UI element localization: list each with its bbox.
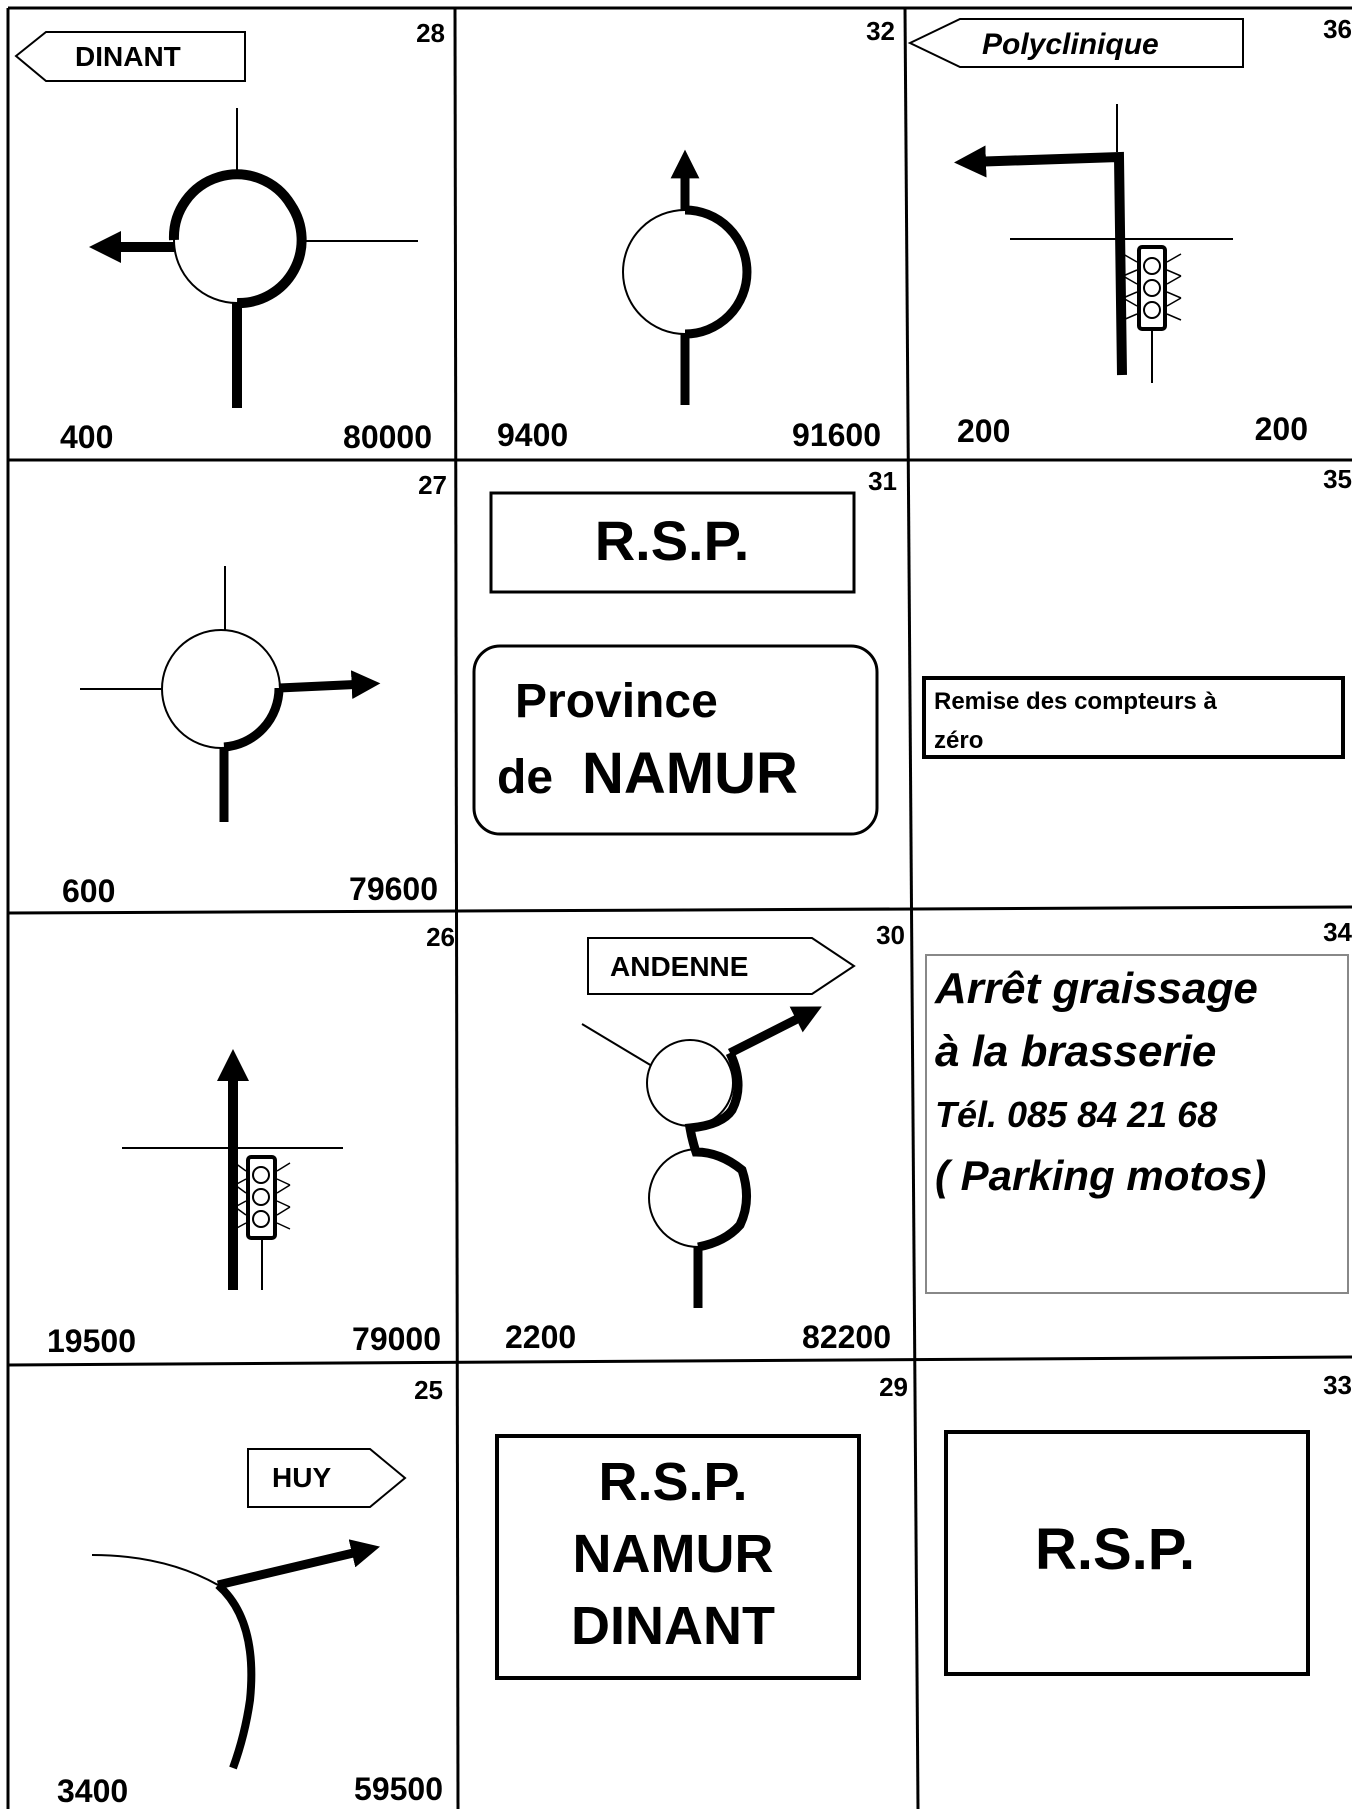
- box-line3: DINANT: [571, 1596, 775, 1656]
- total-distance: 80000: [343, 419, 432, 455]
- province-de: de: [497, 751, 553, 804]
- province-line1: Province: [515, 675, 718, 728]
- partial-distance: 19500: [47, 1323, 136, 1359]
- direction-sign: ANDENNE: [587, 937, 856, 995]
- cell-number: 35: [1323, 464, 1352, 494]
- stop-note: Arrêt graissage à la brasserie Tél. 085 …: [925, 954, 1349, 1294]
- rsp-label: R.S.P.: [1035, 1517, 1195, 1582]
- province-name: NAMUR: [582, 741, 798, 806]
- roadbook-cell-32: 32 9400 91600: [497, 16, 895, 453]
- partial-distance: 600: [62, 873, 115, 909]
- note-phone: Tél. 085 84 21 68: [935, 1094, 1217, 1135]
- roadbook-cell-30: 30 ANDENNE 2200 82200: [505, 920, 905, 1355]
- cell-number: 34: [1323, 917, 1352, 947]
- traffic-light-turn-left-icon: [954, 104, 1233, 383]
- cell-number: 32: [866, 16, 895, 46]
- cell-number: 25: [414, 1375, 443, 1405]
- roadbook-cell-25: 25 HUY 3400 59500: [57, 1375, 443, 1809]
- direction-sign: HUY: [247, 1448, 407, 1508]
- rsp-namur-dinant-box: R.S.P. NAMUR DINANT: [495, 1434, 861, 1680]
- cell-number: 27: [418, 470, 447, 500]
- bend-right-fork-icon: [91, 1539, 381, 1770]
- direction-sign-label: DINANT: [75, 41, 181, 72]
- direction-sign-label: HUY: [272, 1462, 331, 1493]
- instruction-note: Remise des compteurs à zéro: [922, 676, 1345, 759]
- direction-sign: DINANT: [14, 31, 246, 82]
- cell-number: 33: [1323, 1370, 1352, 1400]
- cell-number: 26: [426, 922, 455, 952]
- traffic-light-straight-icon: [122, 1048, 343, 1290]
- total-distance: 82200: [802, 1319, 891, 1355]
- total-distance: 79000: [352, 1321, 441, 1357]
- province-sign: Province de NAMUR: [472, 644, 879, 836]
- roadbook-cell-26: 26 19500 79000: [47, 922, 455, 1359]
- roundabout-right-exit-icon: [80, 566, 381, 822]
- double-roundabout-right-exit-icon: [581, 1006, 822, 1308]
- cell-number: 36: [1323, 14, 1352, 44]
- roadbook-cell-28: 28 DINANT 400 80000: [14, 18, 445, 455]
- direction-sign: Polyclinique: [907, 18, 1244, 68]
- direction-sign-label: ANDENNE: [610, 951, 748, 982]
- rsp-box: R.S.P.: [944, 1430, 1310, 1676]
- roadbook-cell-36: 36 Polyclinique 200 200: [907, 14, 1352, 449]
- roadbook-cell-33: 33 R.S.P.: [944, 1370, 1352, 1676]
- roadbook-cell-35: 35 Remise des compteurs à zéro: [922, 464, 1352, 759]
- roadbook-cell-27: 27 600 79600: [62, 470, 447, 909]
- partial-distance: 3400: [57, 1773, 128, 1809]
- total-distance: 79600: [349, 871, 438, 907]
- roadbook-cell-34: 34 Arrêt graissage à la brasserie Tél. 0…: [925, 917, 1352, 1294]
- cell-number: 31: [868, 466, 897, 496]
- note-line1: Remise des compteurs à: [934, 688, 1217, 715]
- roundabout-left-exit-icon: [88, 108, 418, 408]
- cell-number: 29: [879, 1372, 908, 1402]
- partial-distance: 200: [957, 413, 1010, 449]
- note-line2: zéro: [934, 727, 983, 754]
- rsp-label: R.S.P.: [595, 509, 750, 572]
- cell-number: 30: [876, 920, 905, 950]
- partial-distance: 2200: [505, 1319, 576, 1355]
- cell-number: 28: [416, 18, 445, 48]
- note-line4: ( Parking motos): [935, 1152, 1266, 1199]
- direction-sign-label: Polyclinique: [982, 28, 1159, 61]
- partial-distance: 400: [60, 419, 113, 455]
- box-line1: R.S.P.: [598, 1452, 747, 1512]
- roadbook-cell-29: 29 R.S.P. NAMUR DINANT: [495, 1372, 908, 1680]
- total-distance: 59500: [354, 1771, 443, 1807]
- partial-distance: 9400: [497, 417, 568, 453]
- total-distance: 91600: [792, 417, 881, 453]
- note-line1: Arrêt graissage: [934, 964, 1258, 1013]
- rsp-box: R.S.P.: [489, 491, 856, 594]
- roundabout-straight-exit-icon: [622, 149, 752, 405]
- total-distance: 200: [1255, 411, 1308, 447]
- note-line2: à la brasserie: [935, 1027, 1216, 1076]
- box-line2: NAMUR: [573, 1524, 774, 1584]
- roadbook-cell-31: 31 R.S.P. Province de NAMUR: [472, 466, 897, 836]
- roadbook-grid: [6, 6, 1352, 1809]
